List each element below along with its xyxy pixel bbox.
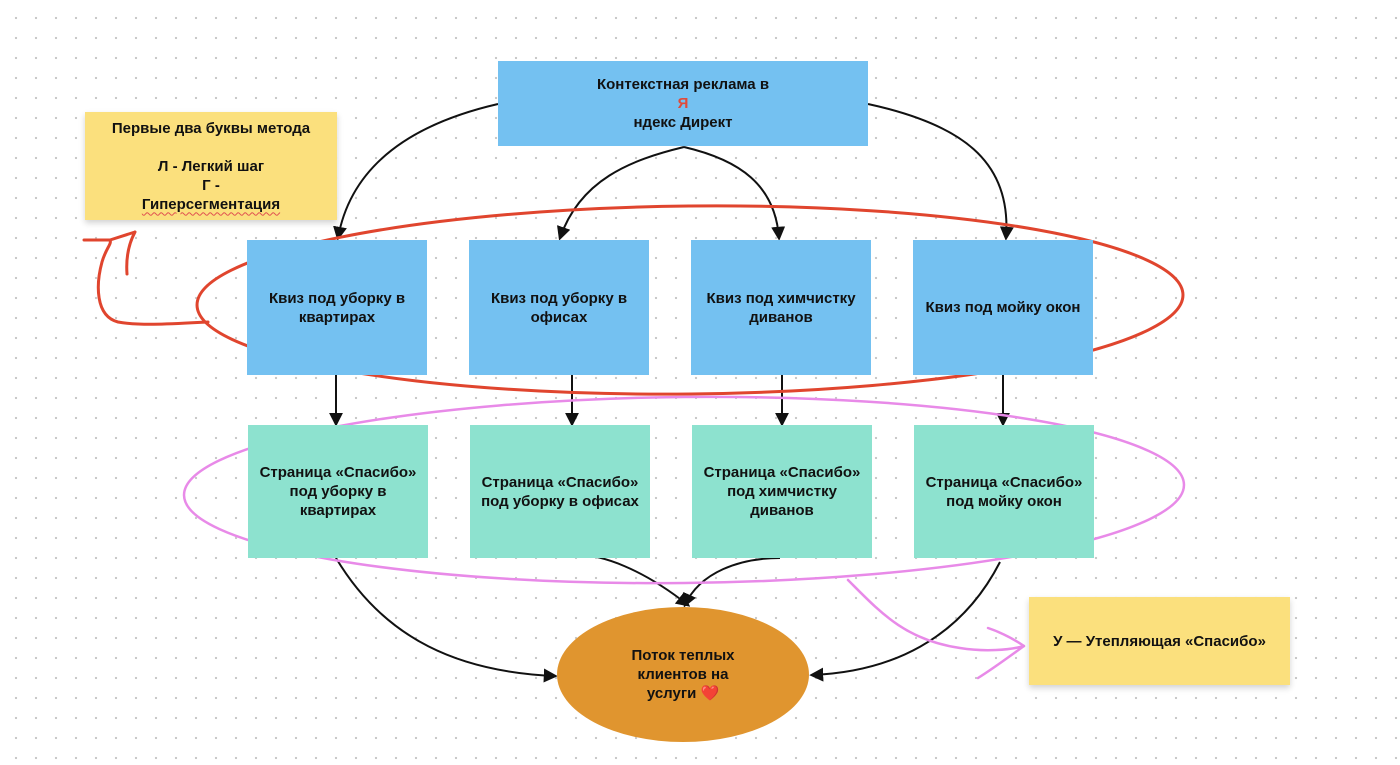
note-left-line-2: Г - Гиперсегментация bbox=[141, 176, 281, 213]
arrow-thanks-2-to-result bbox=[559, 553, 691, 607]
thanks-node-sofas[interactable]: Страница «Спасибо» под химчистку диванов bbox=[692, 425, 872, 558]
quiz-node-windows[interactable]: Квиз под мойку окон bbox=[913, 240, 1093, 375]
method-letter-note-right[interactable]: У — Утепляющая «Спасибо» bbox=[1029, 597, 1290, 685]
pink-highlight-ring bbox=[182, 395, 1186, 585]
warm-clients-result-node[interactable]: Поток теплых клиентов на услуги ❤️ bbox=[557, 607, 809, 742]
thanks-node-apartments[interactable]: Страница «Спасибо» под уборку в квартира… bbox=[248, 425, 428, 558]
thanks-label: Страница «Спасибо» под мойку окон bbox=[925, 473, 1083, 510]
thanks-node-windows[interactable]: Страница «Спасибо» под мойку окон bbox=[914, 425, 1094, 558]
method-letters-note-left[interactable]: Первые два буквы метода Л - Легкий шаг Г… bbox=[85, 112, 337, 220]
quiz-label: Квиз под уборку в квартирах bbox=[268, 289, 406, 326]
red-pointer-stroke bbox=[82, 230, 210, 326]
quiz-label: Квиз под мойку окон bbox=[925, 299, 1081, 316]
quiz-node-apartments[interactable]: Квиз под уборку в квартирах bbox=[247, 240, 427, 375]
quiz-label: Квиз под химчистку диванов bbox=[706, 289, 856, 326]
arrow-top-to-quiz-3 bbox=[683, 146, 786, 241]
arrow-top-to-quiz-4 bbox=[867, 103, 1014, 241]
thanks-label: Страница «Спасибо» под уборку в офисах bbox=[481, 473, 639, 510]
arrow-thanks-4-to-result bbox=[809, 561, 1001, 682]
arrow-top-to-quiz-1 bbox=[333, 103, 499, 241]
arrow-thanks-3-to-result bbox=[683, 557, 781, 608]
arrow-thanks-1-to-result bbox=[335, 557, 558, 683]
quiz-node-offices[interactable]: Квиз под уборку в офисах bbox=[469, 240, 649, 375]
pink-pointer-stroke bbox=[846, 578, 1026, 680]
thanks-label: Страница «Спасибо» под уборку в квартира… bbox=[259, 464, 417, 519]
thanks-node-offices[interactable]: Страница «Спасибо» под уборку в офисах bbox=[470, 425, 650, 558]
result-label: Поток теплых клиентов на услуги ❤️ bbox=[631, 647, 735, 702]
arrow-top-to-quiz-2 bbox=[557, 146, 685, 241]
red-highlight-ring bbox=[195, 204, 1185, 396]
note-left-line-1: Л - Легкий шаг bbox=[157, 157, 265, 175]
quiz-label: Квиз под уборку в офисах bbox=[490, 289, 628, 326]
thanks-label: Страница «Спасибо» под химчистку диванов bbox=[703, 464, 861, 519]
note-left-title: Первые два буквы метода bbox=[111, 119, 311, 137]
quiz-node-sofas[interactable]: Квиз под химчистку диванов bbox=[691, 240, 871, 375]
note-right-label: У — Утепляющая «Спасибо» bbox=[1053, 632, 1266, 650]
